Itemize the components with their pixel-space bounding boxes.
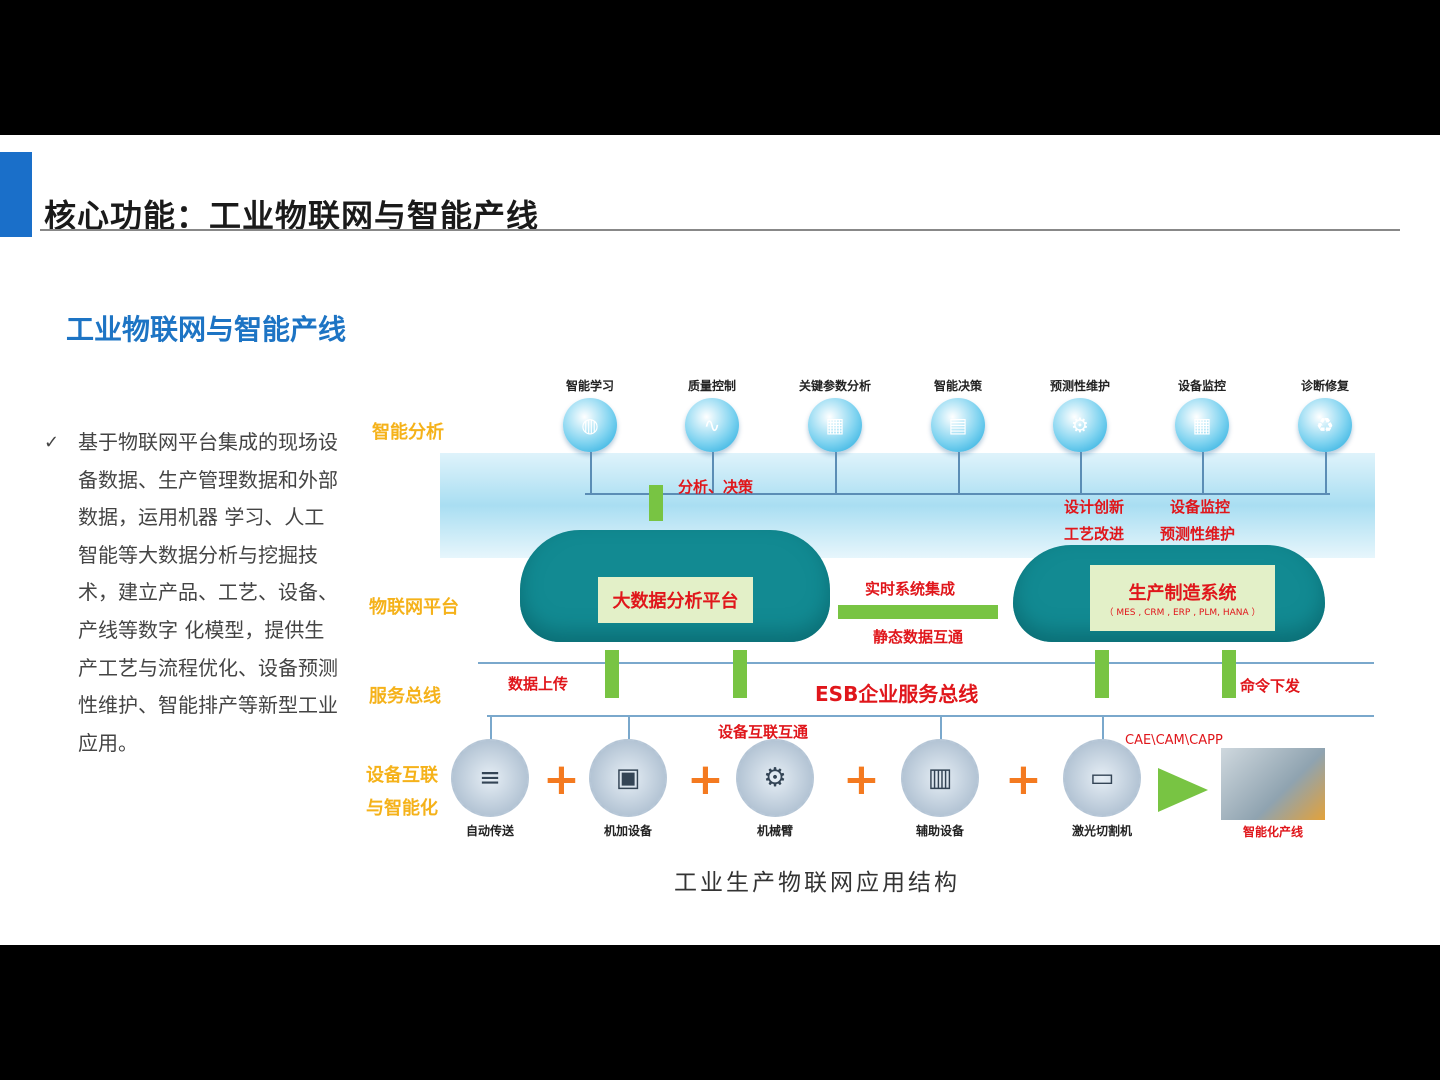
device-label: 机械臂 xyxy=(756,824,793,838)
analysis-node-icon: ▤ xyxy=(931,398,985,452)
analysis-node-label: 智能决策 xyxy=(933,379,982,393)
analysis-node-icon: ∿ xyxy=(685,398,739,452)
connector-line xyxy=(490,716,492,740)
device-label: 辅助设备 xyxy=(915,824,964,838)
lane-label: 设备互联 xyxy=(366,765,438,786)
analysis-bracket xyxy=(585,493,1330,495)
feedback-label: 预测性维护 xyxy=(1160,525,1236,543)
diagram-caption: 工业生产物联网应用结构 xyxy=(674,870,960,896)
mfg-sub: （ MES , CRM , ERP , PLM, HANA ） xyxy=(1104,607,1261,618)
plus-icon: + xyxy=(1005,754,1042,805)
bus-line-top xyxy=(478,662,1374,664)
bus-line-bottom xyxy=(487,715,1374,717)
production-line-image xyxy=(1221,748,1325,820)
feedback-label: 设计创新 xyxy=(1064,498,1125,516)
analysis-node-label: 关键参数分析 xyxy=(798,379,871,393)
accent-bar xyxy=(0,152,32,237)
analysis-node-icon: ♻ xyxy=(1298,398,1352,452)
check-icon: ✓ xyxy=(44,432,60,453)
bigdata-label: 大数据分析平台 xyxy=(612,591,739,612)
feedback-label: 设备监控 xyxy=(1170,498,1231,516)
connector-line xyxy=(940,716,942,740)
section-subtitle: 工业物联网与智能产线 xyxy=(66,313,347,346)
up-arrow xyxy=(1095,650,1109,698)
plus-icon: + xyxy=(543,754,580,805)
slide: 核心功能：工业物联网与智能产线 工业物联网与智能产线 ✓ 基于物联网平台集成的现… xyxy=(0,135,1440,945)
lane-label: 智能分析 xyxy=(372,422,444,443)
connector-line xyxy=(712,452,714,494)
device-icon: ⚙ xyxy=(736,739,814,817)
page-title: 核心功能：工业物联网与智能产线 xyxy=(44,197,540,235)
connector-line xyxy=(628,716,630,740)
double-arrow xyxy=(838,605,998,619)
device-icon: ▣ xyxy=(589,739,667,817)
command-label: 命令下发 xyxy=(1240,677,1301,695)
link-label: 静态数据互通 xyxy=(873,628,964,646)
connector-line xyxy=(590,452,592,494)
feedback-label: 工艺改进 xyxy=(1064,525,1125,543)
interconnect-label: 设备互联互通 xyxy=(718,723,809,741)
device-icon: ▥ xyxy=(901,739,979,817)
lane-label: 服务总线 xyxy=(369,686,441,707)
esb-label: ESB企业服务总线 xyxy=(815,682,979,706)
cae-label: CAE\CAM\CAPP xyxy=(1125,733,1223,748)
down-arrow xyxy=(733,650,747,698)
plus-icon: + xyxy=(687,754,724,805)
connector-line xyxy=(835,452,837,494)
analysis-node-icon: ▦ xyxy=(808,398,862,452)
lane-label: 物联网平台 xyxy=(369,597,459,618)
analysis-node-icon: ◍ xyxy=(563,398,617,452)
analysis-node-icon: ⚙ xyxy=(1053,398,1107,452)
analysis-node-label: 预测性维护 xyxy=(1049,379,1110,393)
result-arrow xyxy=(1158,768,1208,812)
connector-line xyxy=(1325,452,1327,494)
up-arrow xyxy=(649,485,663,521)
analysis-node-label: 智能学习 xyxy=(565,379,614,393)
connector-line xyxy=(1102,716,1104,740)
connector-line xyxy=(1202,452,1204,494)
lane-label: 与智能化 xyxy=(366,798,438,819)
mfg-system: 生产制造系统 （ MES , CRM , ERP , PLM, HANA ） xyxy=(1090,565,1275,631)
analysis-node-label: 诊断修复 xyxy=(1300,379,1349,393)
mfg-title: 生产制造系统 xyxy=(1128,582,1237,604)
result-label: 智能化产线 xyxy=(1242,825,1303,839)
title-divider xyxy=(40,229,1400,231)
up-arrow xyxy=(605,650,619,698)
analysis-node-label: 设备监控 xyxy=(1177,379,1226,393)
bigdata-platform: 大数据分析平台 xyxy=(598,577,753,623)
analysis-decision-label: 分析、决策 xyxy=(678,478,754,496)
device-icon: ▭ xyxy=(1063,739,1141,817)
plus-icon: + xyxy=(843,754,880,805)
device-label: 自动传送 xyxy=(465,824,514,838)
connector-line xyxy=(1080,452,1082,494)
analysis-node-label: 质量控制 xyxy=(687,379,736,393)
bullet-text: 基于物联网平台集成的现场设备数据、生产管理数据和外部数据，运用机器 学习、人工智… xyxy=(78,430,338,755)
analysis-node-icon: ▦ xyxy=(1175,398,1229,452)
upload-label: 数据上传 xyxy=(508,675,569,693)
device-label: 机加设备 xyxy=(603,824,652,838)
device-label: 激光切割机 xyxy=(1071,824,1132,838)
device-icon: ≡ xyxy=(451,739,529,817)
connector-line xyxy=(958,452,960,494)
link-label: 实时系统集成 xyxy=(865,580,956,598)
down-arrow xyxy=(1222,650,1236,698)
